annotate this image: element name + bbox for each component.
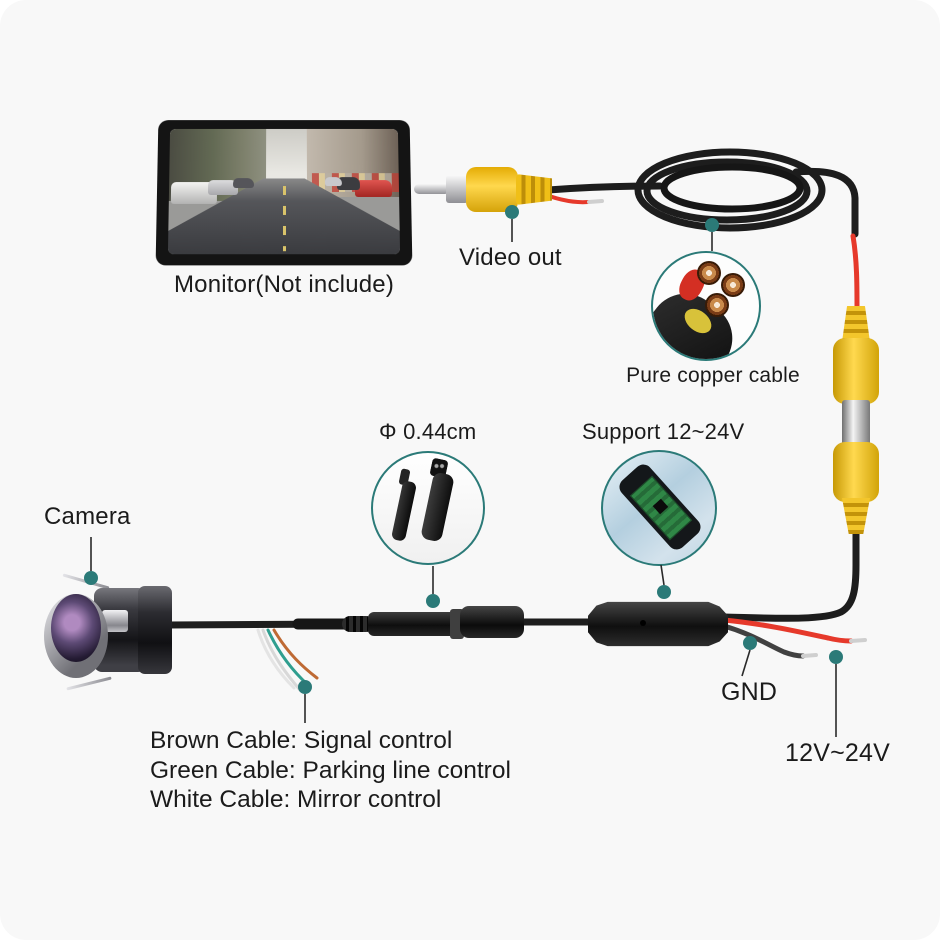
marker-dot-gnd	[743, 636, 757, 650]
coiled-cable-loop	[634, 148, 826, 232]
marker-dot-power	[829, 650, 843, 664]
connector-male	[460, 606, 524, 638]
cable-corner	[792, 167, 859, 238]
white-wire	[261, 628, 302, 692]
parked-car	[325, 177, 342, 186]
coupler-strain-relief-bottom	[842, 498, 870, 534]
mini-connector-female	[390, 480, 418, 542]
marker-dot-support	[657, 585, 671, 599]
rca-body	[466, 167, 518, 212]
green-wire	[266, 628, 310, 687]
power-wire-tip	[849, 638, 867, 643]
module-to-coupler-cable	[720, 526, 860, 622]
copper-strands	[705, 293, 729, 317]
parked-car	[355, 179, 393, 198]
copper-strands	[721, 273, 745, 297]
camera-clip-tab	[102, 610, 128, 632]
camera-lens	[51, 594, 101, 662]
coupler-body-bottom	[833, 442, 879, 502]
white-wire	[256, 628, 296, 690]
support-voltage-label: Support 12~24V	[582, 419, 745, 444]
voltage-module-inset	[601, 450, 717, 566]
pure-copper-label: Pure copper cable	[626, 364, 800, 387]
coupler-strain-relief-top	[842, 306, 870, 342]
monitor-screen	[167, 128, 401, 255]
red-wire-to-coupler	[850, 233, 860, 311]
gnd-wire	[721, 623, 806, 659]
rca-strain-relief	[516, 174, 552, 205]
coiled-cable-loop	[643, 158, 811, 224]
camera-back-cap	[138, 586, 172, 674]
leader-support	[660, 564, 665, 586]
power-range-label: 12V~24V	[785, 739, 890, 767]
rca-coupler	[832, 306, 882, 534]
mini-connector-male	[420, 471, 455, 543]
coupler-body-top	[833, 338, 879, 404]
video-out-rca-connector	[414, 167, 556, 213]
connector-female	[368, 612, 456, 636]
leader-gnd	[741, 649, 751, 677]
coupler-metal-barrel	[842, 400, 870, 446]
rca-tip	[414, 184, 450, 194]
copper-strands	[697, 261, 721, 285]
camera-device	[44, 573, 174, 691]
pure-copper-inset	[651, 251, 761, 361]
diameter-label: Φ 0.44cm	[379, 419, 477, 444]
monitor	[155, 120, 413, 266]
brown-cable-note: Brown Cable: Signal control	[150, 727, 453, 754]
connector-diameter-inset	[371, 451, 485, 565]
gnd-label: GND	[721, 678, 778, 706]
white-cable-note: White Cable: Mirror control	[150, 786, 442, 813]
camera-cable	[164, 620, 352, 629]
monitor-label: Monitor(Not include)	[173, 271, 395, 298]
inline-connector-pair	[342, 604, 524, 640]
rca-collar	[446, 175, 468, 203]
parked-car	[233, 178, 255, 189]
camera-spring-clip-bottom	[66, 676, 112, 691]
camera-label: Camera	[44, 503, 131, 530]
video-out-red-wire-tip	[587, 199, 604, 204]
coiled-cable-loop	[660, 163, 804, 213]
video-cable	[544, 182, 664, 194]
wire-notes: Brown Cable: Signal control Green Cable:…	[150, 726, 511, 815]
power-wire-red	[721, 617, 854, 644]
module-hole	[640, 620, 646, 626]
marker-dot-wires	[298, 680, 312, 694]
green-cable-note: Green Cable: Parking line control	[150, 756, 511, 784]
scene-road-centerline	[282, 185, 286, 252]
video-out-label: Video out	[459, 244, 562, 271]
power-module	[588, 601, 728, 647]
marker-dot-pure-copper	[705, 218, 719, 232]
connector-tail	[342, 616, 374, 632]
gnd-wire-tip	[801, 653, 818, 658]
brown-wire	[272, 628, 319, 680]
